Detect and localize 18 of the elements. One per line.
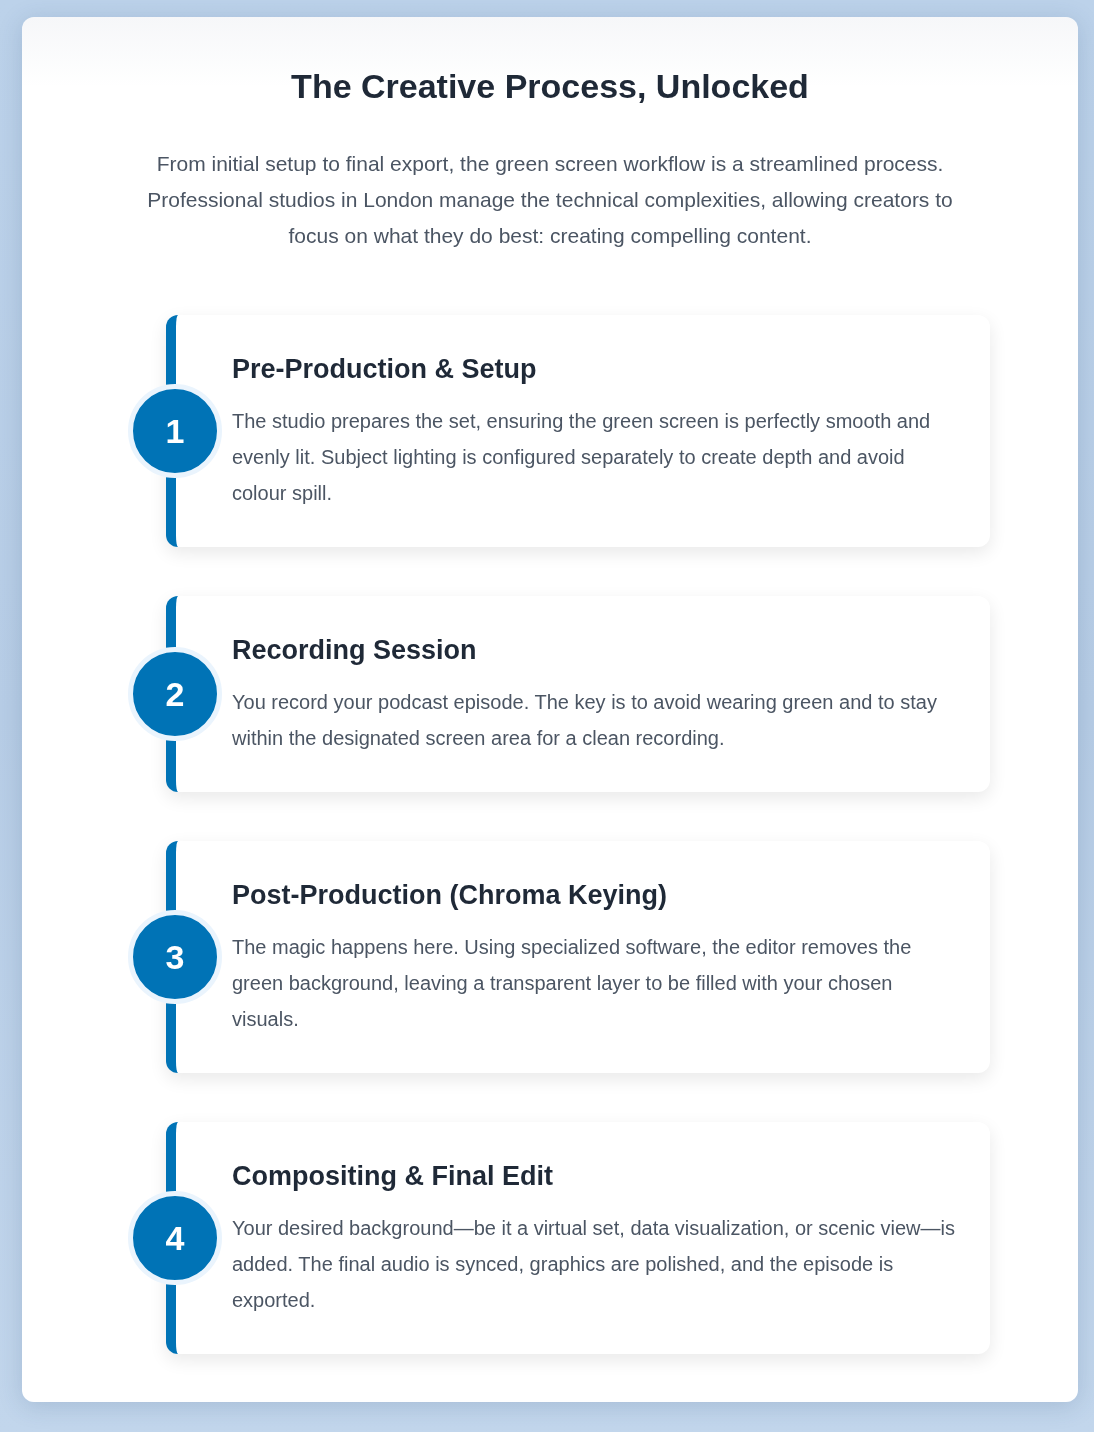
intro-paragraph: From initial setup to final export, the green screen workflow is a streamlined process. Professional studios in London manage the technical complexities, allowing creators to focus on what they do best: creating compelling content. xyxy=(146,151,954,249)
step-card xyxy=(166,1122,990,1354)
diagram-title: The Creative Process, Unlocked xyxy=(291,66,809,107)
step-number: 2 xyxy=(165,674,185,714)
step-description: Your desired background—be it a virtual set, data visualization, or scenic view—is added. The final audio is synced, graphics are polished, and the episode is exported. xyxy=(232,1216,956,1313)
step-card xyxy=(166,596,990,792)
step-heading: Compositing & Final Edit xyxy=(232,1160,554,1193)
step-description: The studio prepares the set, ensuring the green screen is perfectly smooth and evenly lit. Subject lighting is configured separately to create depth and avoid colour spill. xyxy=(232,409,932,506)
step-number: 4 xyxy=(165,1218,185,1258)
step-number: 1 xyxy=(165,411,185,451)
step-description: You record your podcast episode. The key is to avoid wearing green and to stay within the designated screen area for a clean recording. xyxy=(232,690,938,751)
step-heading: Post-Production (Chroma Keying) xyxy=(232,879,668,912)
step-heading: Recording Session xyxy=(232,634,478,667)
step-number: 3 xyxy=(165,937,185,977)
step-card xyxy=(166,841,990,1073)
step-card xyxy=(166,315,990,547)
step-heading: Pre-Production & Setup xyxy=(232,353,538,386)
step-description: The magic happens here. Using specialized software, the editor removes the green background, leaving a transparent layer to be filled with your chosen visuals. xyxy=(232,935,913,1032)
